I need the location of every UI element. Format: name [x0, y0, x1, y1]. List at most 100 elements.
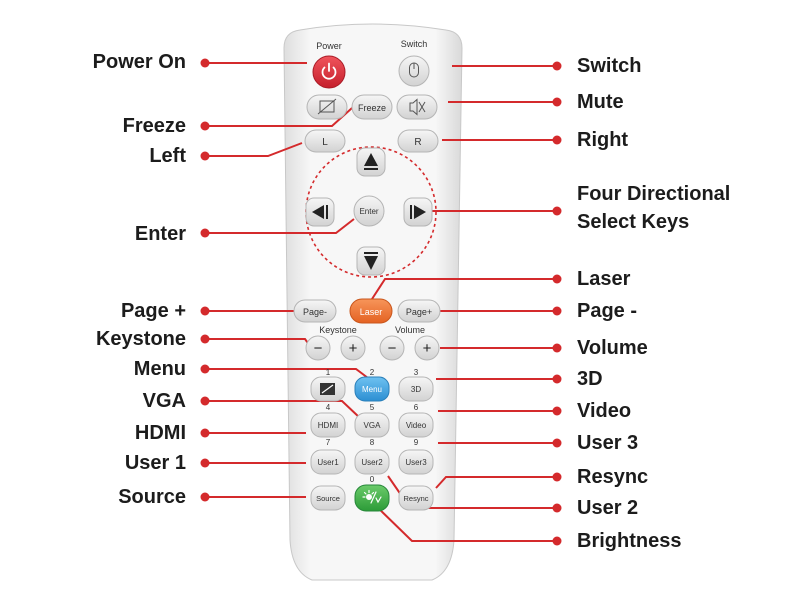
dot-vga: [200, 396, 210, 406]
up-button[interactable]: [356, 147, 386, 177]
dot-enter: [200, 228, 210, 238]
directional-pad-outline: [305, 146, 437, 278]
brightness-button[interactable]: [354, 484, 390, 512]
dot-source: [200, 492, 210, 502]
user1-button-label: User1: [317, 458, 339, 467]
right-button-label: R: [414, 137, 421, 148]
hdmi-button[interactable]: HDMI: [310, 412, 346, 438]
number-label-7: 7: [326, 438, 331, 447]
enter-button-label: Enter: [359, 207, 378, 216]
user2-button[interactable]: User2: [354, 449, 390, 475]
mute-button[interactable]: [396, 94, 438, 120]
triangle-up-icon: [364, 153, 378, 170]
dot-right: [552, 135, 562, 145]
leader-dots: [200, 58, 562, 546]
volume-plus-glyph: +: [423, 340, 432, 357]
dot-3d: [552, 374, 562, 384]
callout-3d: 3D: [577, 368, 603, 390]
keystone-plus-button[interactable]: +: [340, 335, 366, 361]
freeze-button[interactable]: Freeze: [351, 94, 393, 120]
power-label: Power: [316, 41, 342, 51]
laser-button[interactable]: Laser: [349, 298, 393, 324]
page-minus-button[interactable]: Page-: [293, 299, 337, 323]
blank-button[interactable]: [306, 94, 348, 120]
callout-vga: VGA: [142, 390, 186, 412]
callout-menu: Menu: [133, 358, 186, 380]
resync-button[interactable]: Resync: [398, 485, 434, 511]
callout-brightness: Brightness: [577, 530, 682, 552]
left-button[interactable]: L: [304, 129, 346, 153]
callout-hdmi: HDMI: [134, 422, 186, 444]
volume-minus-glyph: −: [388, 340, 397, 357]
page-plus-button[interactable]: Page+: [397, 299, 441, 323]
number-label-8: 8: [370, 438, 375, 447]
callout-mute: Mute: [577, 91, 624, 113]
callout-enter: Enter: [134, 223, 186, 245]
page-minus-label: Page-: [303, 307, 327, 317]
dot-four-directional: [552, 206, 562, 216]
number-labels: 1 2 3 4 5 6 7 8 9 0: [326, 368, 419, 484]
callout-keystone: Keystone: [95, 328, 186, 350]
keystone-label: Keystone: [319, 325, 357, 335]
leader-lines: [205, 62, 557, 542]
keystone-minus-button[interactable]: −: [305, 335, 331, 361]
freeze-button-label: Freeze: [358, 103, 386, 113]
blank-screen-icon: [317, 98, 337, 115]
callout-four-directional: Four Directional Select Keys: [577, 183, 731, 233]
left-arrow-button[interactable]: [305, 197, 335, 227]
leader-menu: [205, 368, 369, 379]
3d-button[interactable]: 3D: [398, 376, 434, 402]
callout-video: Video: [577, 400, 632, 422]
volume-plus-button[interactable]: +: [414, 335, 440, 361]
user2-button-label: User2: [361, 458, 383, 467]
mouse-icon: [409, 62, 419, 78]
leader-brightness: [373, 503, 557, 542]
dot-menu: [200, 364, 210, 374]
vga-button-label: VGA: [364, 421, 382, 430]
source-button[interactable]: Source: [310, 485, 346, 511]
leader-enter: [205, 218, 355, 234]
aspect-button[interactable]: [310, 376, 346, 402]
dot-brightness: [552, 536, 562, 546]
resync-button-label: Resync: [403, 494, 428, 503]
dot-user2: [552, 503, 562, 513]
power-button[interactable]: [312, 55, 346, 89]
dot-video: [552, 406, 562, 416]
source-button-label: Source: [316, 494, 340, 503]
hdmi-button-label: HDMI: [318, 421, 338, 430]
callout-page-plus: Page +: [120, 300, 186, 322]
callout-user3: User 3: [577, 432, 639, 454]
video-button[interactable]: Video: [398, 412, 434, 438]
triangle-left-icon: [312, 205, 328, 219]
volume-minus-button[interactable]: −: [379, 335, 405, 361]
vga-button[interactable]: VGA: [354, 412, 390, 438]
leader-laser: [371, 278, 557, 300]
callout-source: Source: [118, 486, 186, 508]
callout-laser: Laser: [577, 268, 631, 290]
triangle-down-icon: [364, 252, 378, 270]
enter-button[interactable]: Enter: [353, 195, 385, 227]
dot-page-minus: [552, 306, 562, 316]
menu-button-label: Menu: [362, 385, 382, 394]
keystone-minus-glyph: −: [314, 340, 323, 357]
callout-resync: Resync: [577, 466, 649, 488]
dot-user1: [200, 458, 210, 468]
down-button[interactable]: [356, 246, 386, 276]
switch-button[interactable]: [398, 55, 430, 87]
callout-user1: User 1: [124, 452, 186, 474]
number-label-4: 4: [326, 403, 331, 412]
dot-switch: [552, 61, 562, 71]
user1-button[interactable]: User1: [310, 449, 346, 475]
callout-volume: Volume: [577, 337, 648, 359]
volume-label: Volume: [395, 325, 425, 335]
page-plus-label: Page+: [406, 307, 432, 317]
number-label-2: 2: [370, 368, 375, 377]
callout-user2: User 2: [577, 497, 639, 519]
user3-button-label: User3: [405, 458, 427, 467]
aspect-ratio-icon: [320, 383, 335, 395]
right-button[interactable]: R: [397, 129, 439, 153]
menu-button[interactable]: Menu: [354, 376, 390, 402]
user3-button[interactable]: User3: [398, 449, 434, 475]
right-arrow-button[interactable]: [403, 197, 433, 227]
